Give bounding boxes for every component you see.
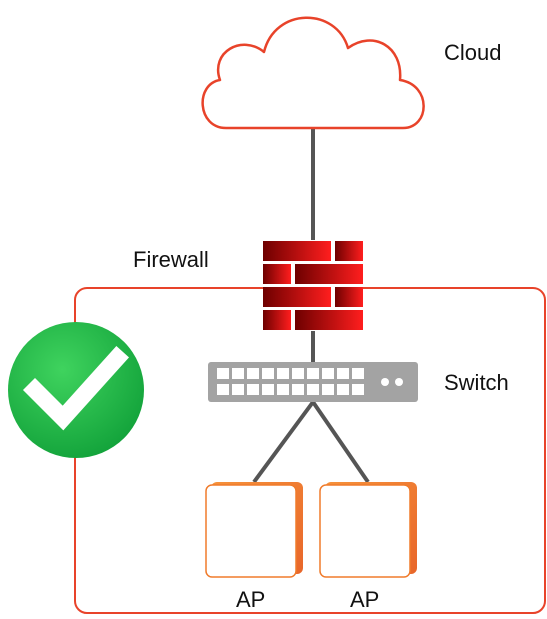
connection-lines xyxy=(252,128,370,484)
cloud-label: Cloud xyxy=(444,40,501,65)
firewall-label: Firewall xyxy=(133,247,209,272)
checkmark-icon xyxy=(8,322,144,458)
cloud-icon xyxy=(201,16,425,130)
network-switch-icon xyxy=(208,362,418,402)
secure-network-boundary xyxy=(74,287,546,614)
ap-left-label: AP xyxy=(236,587,265,612)
switch-ap-right-link xyxy=(311,400,370,484)
access-point-icon xyxy=(319,482,417,578)
switch-ap-left-link xyxy=(252,400,315,484)
access-point-icon xyxy=(205,482,303,578)
ap-right-label: AP xyxy=(350,587,379,612)
brick-wall-icon xyxy=(263,241,363,331)
switch-label: Switch xyxy=(444,370,509,395)
